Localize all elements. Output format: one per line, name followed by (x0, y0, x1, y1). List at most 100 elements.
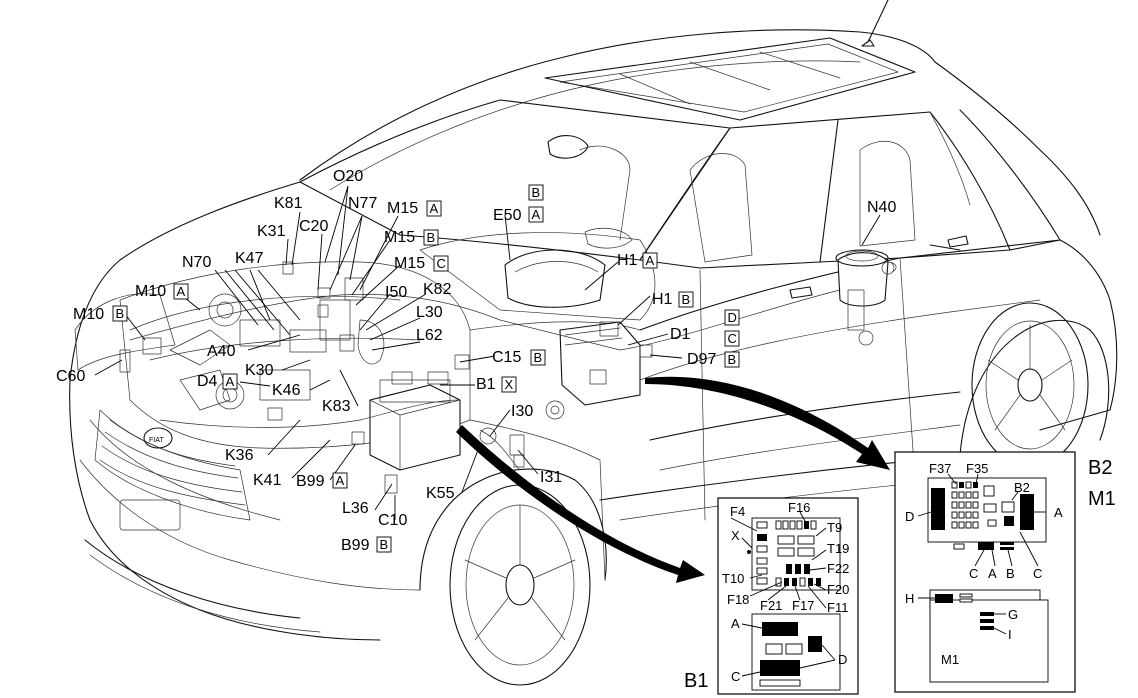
label-K83: K83 (322, 398, 351, 415)
b1-label-F18: F18 (727, 592, 749, 607)
label-K47: K47 (235, 250, 264, 267)
label-M15B: M15 (384, 229, 415, 246)
label-M15A: M15 (387, 200, 418, 217)
label-D4: D4 (197, 373, 218, 390)
b2-label-A-right: A (1054, 505, 1063, 520)
inset-b1-title: B1 (684, 670, 708, 692)
label-C20: C20 (299, 218, 328, 235)
b1-label-T19: T19 (827, 541, 849, 556)
wiring-harness (129, 289, 841, 351)
label-C10: C10 (378, 512, 407, 529)
label-N77: N77 (348, 195, 377, 212)
box-M15A: A (430, 201, 439, 216)
b1-label-F11: F11 (827, 600, 848, 615)
inset-m1-title: M1 (1088, 488, 1116, 510)
windshield (299, 99, 731, 261)
inset-b2-title: B2 (1088, 457, 1112, 479)
label-E50: E50 (493, 207, 522, 224)
b1-label-F21: F21 (760, 598, 782, 613)
b1-label-C: C (731, 669, 740, 684)
roof-outline (299, 29, 1101, 236)
label-L30: L30 (416, 304, 443, 321)
label-I50: I50 (385, 284, 407, 301)
label-I31: I31 (540, 469, 562, 486)
engine-bay (119, 261, 471, 449)
box-H1B: B (682, 292, 691, 307)
sunroof (544, 37, 916, 121)
label-M10B: M10 (73, 306, 104, 323)
label-K55: K55 (426, 485, 455, 502)
arrow-to-b1-inset (456, 425, 705, 583)
label-K41: K41 (253, 472, 282, 489)
b1-label-D: D (838, 652, 847, 667)
box-D97: B (728, 352, 737, 367)
label-K36: K36 (225, 447, 254, 464)
label-K82: K82 (423, 281, 452, 298)
b1-label-X: X (731, 528, 740, 543)
b1-label-A: A (731, 616, 740, 631)
label-A40: A40 (207, 343, 236, 360)
label-K30: K30 (245, 362, 274, 379)
label-B99B: B99 (341, 537, 370, 554)
m1-label-G: G (1008, 607, 1018, 622)
b2-label-C-left: C (969, 566, 978, 581)
box-H1A: A (646, 253, 655, 268)
label-N40: N40 (867, 199, 896, 216)
b2-label-F35: F35 (966, 461, 988, 476)
inset-b1: F4 F16 X T9 T19 T10 F22 F18 F20 F21 F17 … (684, 497, 859, 695)
dashboard (419, 232, 656, 321)
b2-label-C-right: C (1033, 566, 1042, 581)
box-M10A: A (177, 284, 186, 299)
box-E50: A (532, 207, 541, 222)
front-body (69, 181, 381, 641)
label-N70: N70 (182, 254, 211, 271)
label-D97: D97 (687, 351, 716, 368)
side-windows (639, 111, 1011, 269)
label-K81: K81 (274, 195, 303, 212)
label-B-top: B (532, 185, 541, 200)
b1-label-F20: F20 (827, 582, 849, 597)
leader-lines (94, 185, 881, 520)
svg-text:FIAT: FIAT (149, 437, 164, 444)
m1-label-I: I (1008, 627, 1012, 642)
rear-wheel-arch (959, 319, 1110, 456)
label-C60: C60 (56, 368, 85, 385)
inset-b2-m1: F37 F35 B2 D A C A B C H G I M1 B2 M1 (894, 451, 1116, 693)
battery (369, 384, 461, 471)
box-M10B: B (116, 306, 125, 321)
box-C15: B (534, 350, 543, 365)
label-B99A: B99 (296, 473, 325, 490)
car-outline-drawing: FIAT (69, 0, 1118, 686)
m1-label-H: H (905, 591, 914, 606)
b2-label-B-bottom: B (1006, 566, 1015, 581)
b1-label-F4: F4 (730, 504, 745, 519)
label-C-box: C (728, 331, 737, 346)
label-O20: O20 (333, 168, 363, 185)
b2-label-F37: F37 (929, 461, 951, 476)
box-M15C: C (437, 256, 446, 271)
b2-label-B2: B2 (1014, 480, 1030, 495)
fuel-pump (837, 252, 889, 307)
label-I30: I30 (511, 403, 533, 420)
b1-label-F22: F22 (827, 561, 849, 576)
b1-label-T10: T10 (722, 571, 744, 586)
component-labels: O20 K81 N77 M15 A B E50 A C20 K31 M15 B … (56, 168, 896, 554)
label-C15: C15 (492, 349, 521, 366)
b2-label-A-bottom: A (988, 566, 997, 581)
label-L62: L62 (416, 327, 443, 344)
label-D-box: D (728, 310, 737, 325)
m1-label-M1: M1 (941, 652, 959, 667)
box-B1: X (505, 377, 514, 392)
b1-label-F17: F17 (792, 598, 814, 613)
arrow-to-b2-inset (645, 376, 890, 470)
label-M10A: M10 (135, 283, 166, 300)
label-D1: D1 (670, 326, 691, 343)
box-B99B: B (380, 537, 389, 552)
body-side (639, 239, 1118, 431)
label-L36: L36 (342, 500, 369, 517)
b1-label-F16: F16 (788, 500, 810, 515)
b1-label-T9: T9 (827, 520, 842, 535)
label-B1: B1 (476, 376, 496, 393)
label-H1A: H1 (617, 252, 638, 269)
